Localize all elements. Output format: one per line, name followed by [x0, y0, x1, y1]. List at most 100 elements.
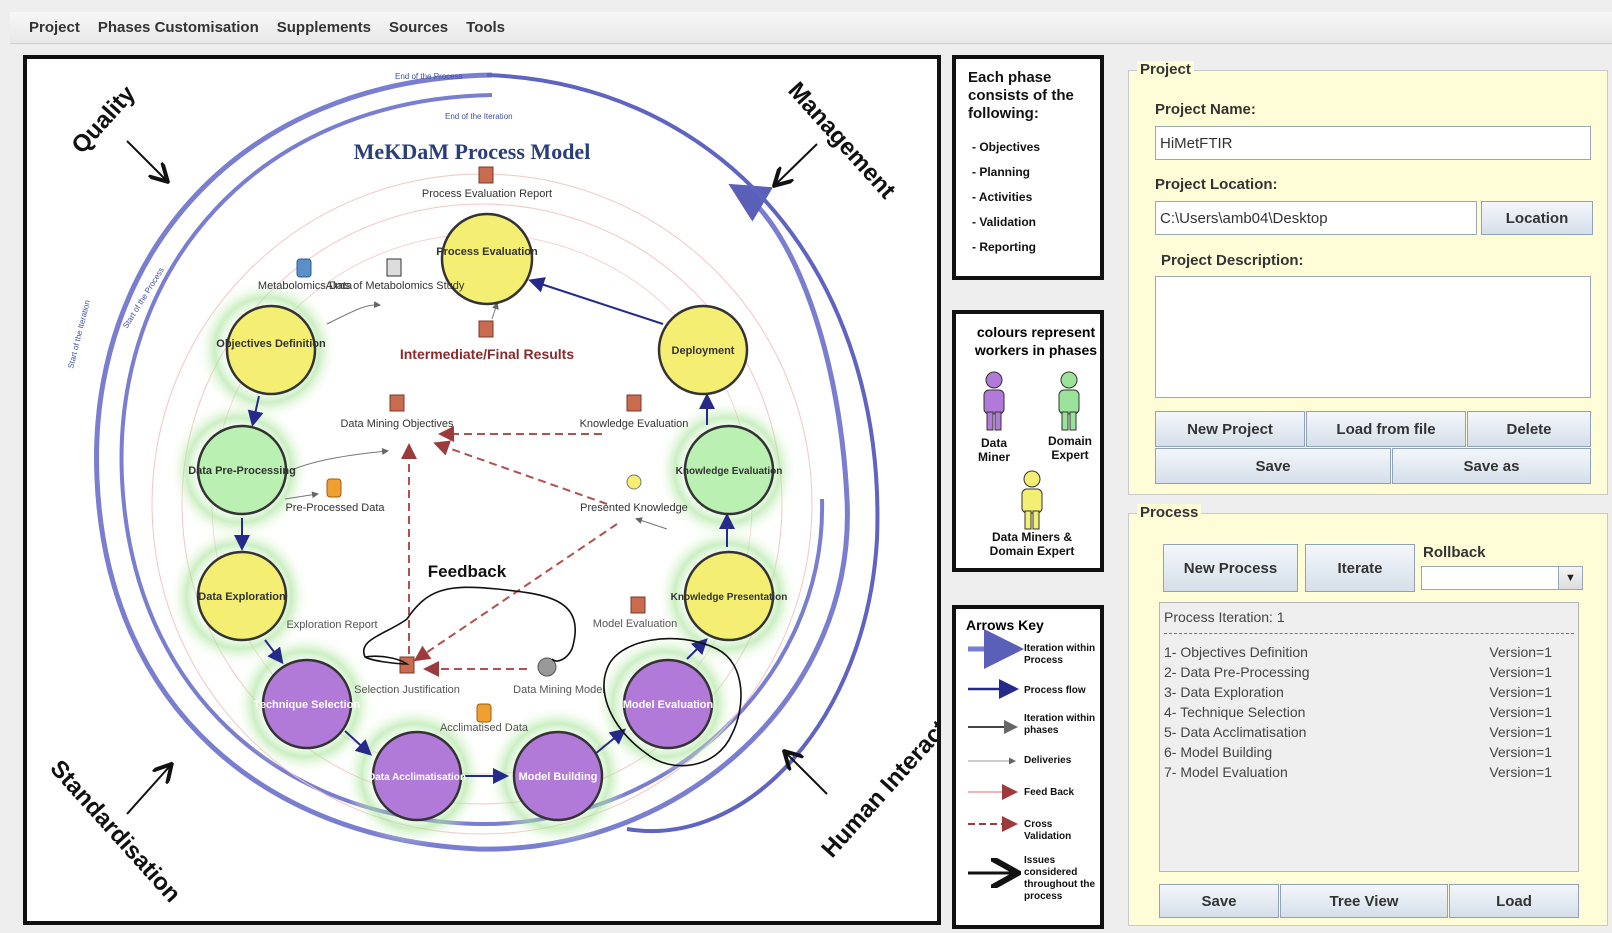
process-model-diagram: End of the Process End of the Iteration …	[23, 55, 941, 925]
model-evaluation-scribble	[603, 637, 742, 767]
arrows-legend: Arrows Key Iteration within Process Proc…	[952, 605, 1104, 929]
process-panel-title: Process	[1137, 504, 1202, 521]
svg-text:Process Evaluation: Process Evaluation	[436, 246, 538, 258]
phase-data-exploration: Data Exploration	[196, 550, 288, 642]
phase-legend-item: - Validation	[972, 215, 1037, 229]
process-evaluation-report-label: Process Evaluation Report	[422, 188, 552, 200]
preprocessed-data-label: Pre-Processed Data	[285, 502, 385, 514]
phase-legend: Each phase consists of the following: - …	[952, 55, 1104, 280]
menu-bar: Project Phases Customisation Supplements…	[10, 12, 1612, 44]
end-of-iteration-label: End of the Iteration	[445, 112, 513, 121]
load-from-file-button[interactable]: Load from file	[1306, 411, 1466, 447]
process-model-svg: End of the Process End of the Iteration …	[45, 72, 937, 908]
model-evaluation-report-label: Model Evaluation	[593, 618, 677, 630]
presented-knowledge-label: Presented Knowledge	[580, 502, 688, 514]
model-gear-icon	[537, 657, 557, 677]
intermediate-results-label: Intermediate/Final Results	[400, 346, 574, 362]
rollback-select[interactable]: ▼	[1421, 566, 1583, 590]
phase-model-evaluation: Model Evaluation	[622, 658, 714, 750]
metabolomics-data-label: Metabolomics Data	[258, 280, 353, 292]
menu-supplements[interactable]: Supplements	[276, 19, 371, 36]
knowledge-evaluation-artifact-label: Knowledge Evaluation	[580, 418, 689, 430]
data-miner-person-icon	[983, 371, 1005, 431]
svg-text:Model Building: Model Building	[519, 771, 598, 783]
corner-management: Management	[783, 77, 901, 204]
save-project-button[interactable]: Save	[1155, 448, 1391, 484]
svg-text:Data Acclimatisation: Data Acclimatisation	[368, 772, 466, 783]
document-icon	[386, 258, 402, 277]
save-as-project-button[interactable]: Save as	[1392, 448, 1591, 484]
project-location-label: Project Location:	[1155, 176, 1278, 193]
corner-human-interaction: Human Interaction	[816, 688, 937, 863]
phase-data-preprocessing: Data Pre-Processing	[188, 424, 296, 516]
svg-text:Data Exploration: Data Exploration	[198, 591, 286, 603]
feedback-scribble	[362, 586, 576, 665]
both-workers-person-icon	[1021, 470, 1043, 530]
menu-sources[interactable]: Sources	[388, 19, 449, 36]
project-panel-title: Project	[1137, 61, 1194, 78]
arrow-key-item: Feed Back	[1024, 787, 1075, 798]
new-process-button[interactable]: New Process	[1163, 544, 1298, 592]
delete-project-button[interactable]: Delete	[1467, 411, 1591, 447]
svg-text:Data Pre-Processing: Data Pre-Processing	[188, 465, 296, 477]
svg-text:Deployment: Deployment	[672, 345, 735, 357]
data-mining-objectives-label: Data Mining Objectives	[340, 418, 454, 430]
workers-figures	[983, 371, 1080, 530]
domain-expert-person-icon	[1058, 371, 1080, 431]
menu-tools[interactable]: Tools	[466, 19, 506, 36]
phase-legend-item: - Planning	[972, 165, 1030, 179]
phase-data-acclimatisation: Data Acclimatisation	[368, 730, 466, 822]
feedback-annotation: Feedback	[428, 562, 507, 581]
exploration-report-label: Exploration Report	[286, 619, 377, 631]
save-process-button[interactable]: Save	[1159, 884, 1279, 918]
arrow-key-item: Cross Validation	[1024, 819, 1072, 842]
load-process-button[interactable]: Load	[1449, 884, 1579, 918]
selection-justification-label: Selection Justification	[354, 684, 460, 696]
menu-phases-customisation[interactable]: Phases Customisation	[97, 19, 259, 36]
project-panel: Project Project Name: Project Location: …	[1128, 61, 1608, 495]
corner-quality: Quality	[66, 80, 141, 159]
new-project-button[interactable]: New Project	[1155, 411, 1305, 447]
project-description-input[interactable]	[1155, 276, 1591, 398]
project-description-label: Project Description:	[1161, 252, 1304, 269]
tree-view-button[interactable]: Tree View	[1280, 884, 1448, 918]
project-name-input[interactable]	[1155, 126, 1591, 160]
phase-legend-item: - Activities	[972, 190, 1033, 204]
domain-expert-label: Domain Expert	[1047, 434, 1092, 462]
svg-text:Knowledge Presentation: Knowledge Presentation	[671, 592, 788, 603]
project-name-label: Project Name:	[1155, 101, 1256, 118]
chevron-down-icon[interactable]: ▼	[1558, 567, 1582, 589]
svg-text:Objectives Definition: Objectives Definition	[216, 338, 326, 350]
lightbulb-icon	[626, 474, 642, 490]
phase-technique-selection: Technique Selection	[254, 658, 360, 750]
menu-project[interactable]: Project	[29, 19, 80, 36]
iteration-divider	[1164, 633, 1574, 634]
location-button[interactable]: Location	[1481, 201, 1593, 235]
workers-legend-heading: colours represent workers in phases	[974, 324, 1098, 358]
both-workers-label: Data Miners & Domain Expert	[989, 530, 1075, 558]
data-miner-label: Data Miner	[977, 436, 1010, 464]
phase-deployment: Deployment	[657, 304, 749, 396]
corner-standardisation: Standardisation	[45, 755, 186, 908]
project-location-input[interactable]	[1155, 201, 1477, 235]
svg-text:Technique Selection: Technique Selection	[254, 699, 360, 711]
phase-legend-item: - Objectives	[972, 140, 1041, 154]
arrow-key-item: Iteration within phases	[1024, 713, 1096, 736]
svg-text:Knowledge Evaluation: Knowledge Evaluation	[676, 466, 783, 477]
arrows-legend-svg	[968, 629, 1024, 933]
workers-legend: colours represent workers in phases Data…	[952, 310, 1104, 572]
phase-model-building: Model Building	[512, 730, 604, 822]
database-icon	[296, 258, 312, 278]
diagram-title: MeKDaM Process Model	[354, 139, 591, 164]
phase-process-evaluation: Process Evaluation	[436, 212, 538, 306]
phase-objectives-definition: Objectives Definition	[216, 304, 326, 396]
phase-legend-heading: Each phase consists of the following:	[968, 69, 1074, 122]
iterate-button[interactable]: Iterate	[1305, 544, 1415, 592]
